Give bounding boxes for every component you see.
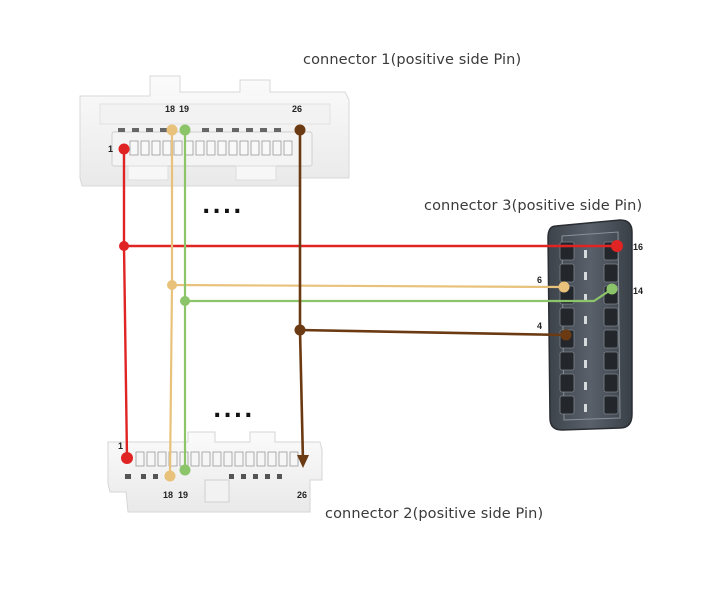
connector-3-center-contacts — [584, 250, 587, 412]
wire-red — [122, 149, 617, 459]
c1-pin-18-label: 18 — [165, 104, 176, 114]
c1-pin-26-label: 26 — [292, 104, 303, 114]
connector-1-pin-row-bottom — [129, 140, 293, 156]
c3-pin-16-dot — [611, 240, 623, 252]
red-junction-dot — [119, 241, 129, 251]
connector-3 — [547, 219, 633, 431]
c3-pin-14-label: 14 — [633, 286, 644, 296]
c2-pin-18-dot — [164, 470, 176, 482]
connector-3-cavities-right — [603, 241, 619, 415]
pin-markers — [118, 124, 623, 482]
connector-2-pin-row — [135, 451, 299, 467]
c2-pin-26-label: 26 — [297, 490, 308, 500]
connector-2-title: connector 2(positive side Pin) — [325, 506, 544, 522]
c1-pin-1-dot — [118, 143, 130, 155]
c3-pin-4-dot — [560, 329, 572, 341]
brown-junction-dot — [294, 324, 306, 336]
ellipsis-top: .... — [202, 194, 244, 219]
c3-pin-6-label: 6 — [537, 275, 543, 285]
c3-pin-4-label: 4 — [537, 321, 543, 331]
c1-pin-18-dot — [166, 124, 178, 136]
yellow-junction-dot — [167, 280, 177, 290]
wire-brown — [298, 130, 567, 463]
c3-pin-16-label: 16 — [633, 242, 644, 252]
c2-pin-1-dot — [121, 452, 133, 464]
connector-3-title: connector 3(positive side Pin) — [424, 198, 643, 214]
green-junction-dot — [180, 296, 190, 306]
c1-pin-26-dot — [294, 124, 306, 136]
connector-1-pin-row-top — [118, 128, 281, 132]
c1-pin-19-dot — [179, 124, 191, 136]
c2-pin-18-label: 18 — [163, 490, 174, 500]
connector-2 — [107, 431, 323, 513]
c1-pin-19-label: 19 — [179, 104, 190, 114]
c2-pin-19-dot — [179, 464, 191, 476]
c2-pin-19-label: 19 — [178, 490, 189, 500]
connector-1 — [79, 75, 350, 187]
c3-pin-14-dot — [606, 283, 618, 295]
c2-pin-26-marker — [297, 455, 309, 468]
c2-pin-1-label: 1 — [118, 441, 124, 451]
connector-1-title: connector 1(positive side Pin) — [303, 52, 522, 68]
c1-pin-1-label: 1 — [108, 144, 114, 154]
wire-green — [183, 130, 613, 470]
ellipsis-bottom: .... — [213, 398, 255, 423]
c3-pin-6-dot — [558, 281, 570, 293]
